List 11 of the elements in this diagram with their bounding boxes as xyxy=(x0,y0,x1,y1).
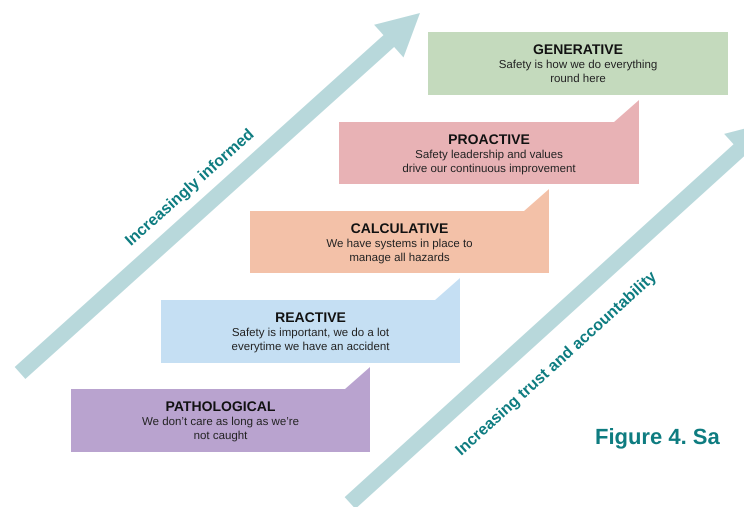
level-title: GENERATIVE xyxy=(533,41,623,58)
level-title: PATHOLOGICAL xyxy=(166,398,276,415)
level-description: Safety leadership and values drive our continuous improvement xyxy=(402,148,576,176)
level-title: CALCULATIVE xyxy=(350,220,448,237)
level-description: We don’t care as long as we’re not caught xyxy=(140,415,300,443)
figure-caption: Figure 4. Sa xyxy=(595,424,720,450)
level-title: PROACTIVE xyxy=(448,131,530,148)
level-description: We have systems in place to manage all hazards xyxy=(325,237,474,265)
level-description: Safety is important, we do a lot everytime we have an accident xyxy=(230,326,390,354)
level-title: REACTIVE xyxy=(275,309,346,326)
level-description: Safety is how we do everything round here xyxy=(498,58,658,86)
